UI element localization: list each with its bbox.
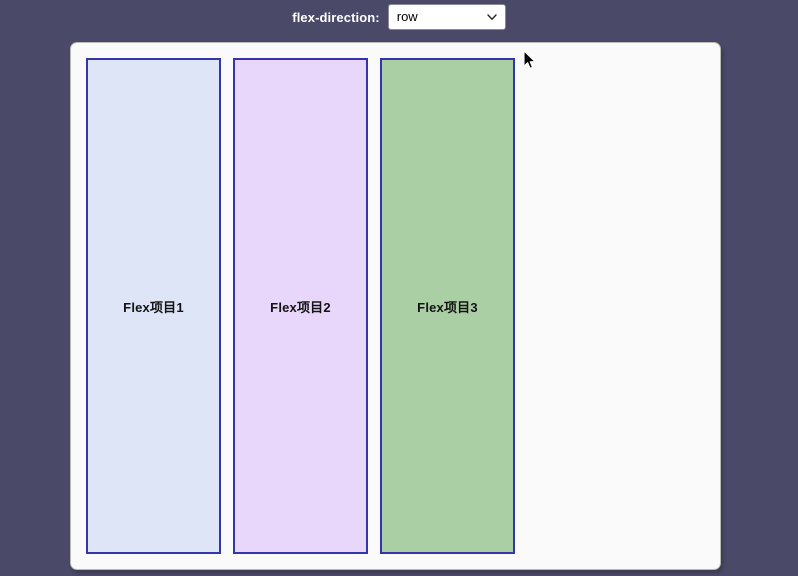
flex-item-2: Flex项目2 [233,58,368,554]
flex-item-1: Flex项目1 [86,58,221,554]
flex-container: Flex项目1 Flex项目2 Flex项目3 [70,42,721,570]
flex-direction-select[interactable]: rowrow-reversecolumncolumn-reverse [387,4,506,30]
flex-direction-select-wrapper[interactable]: rowrow-reversecolumncolumn-reverse [387,4,506,30]
flex-item-2-label: Flex项目2 [270,299,331,315]
flex-item-3: Flex项目3 [380,58,515,554]
control-bar: flex-direction: rowrow-reversecolumncolu… [0,0,798,34]
flex-item-3-label: Flex项目3 [417,299,478,315]
flex-item-1-label: Flex项目1 [123,299,184,315]
flex-direction-label: flex-direction: [292,9,380,25]
